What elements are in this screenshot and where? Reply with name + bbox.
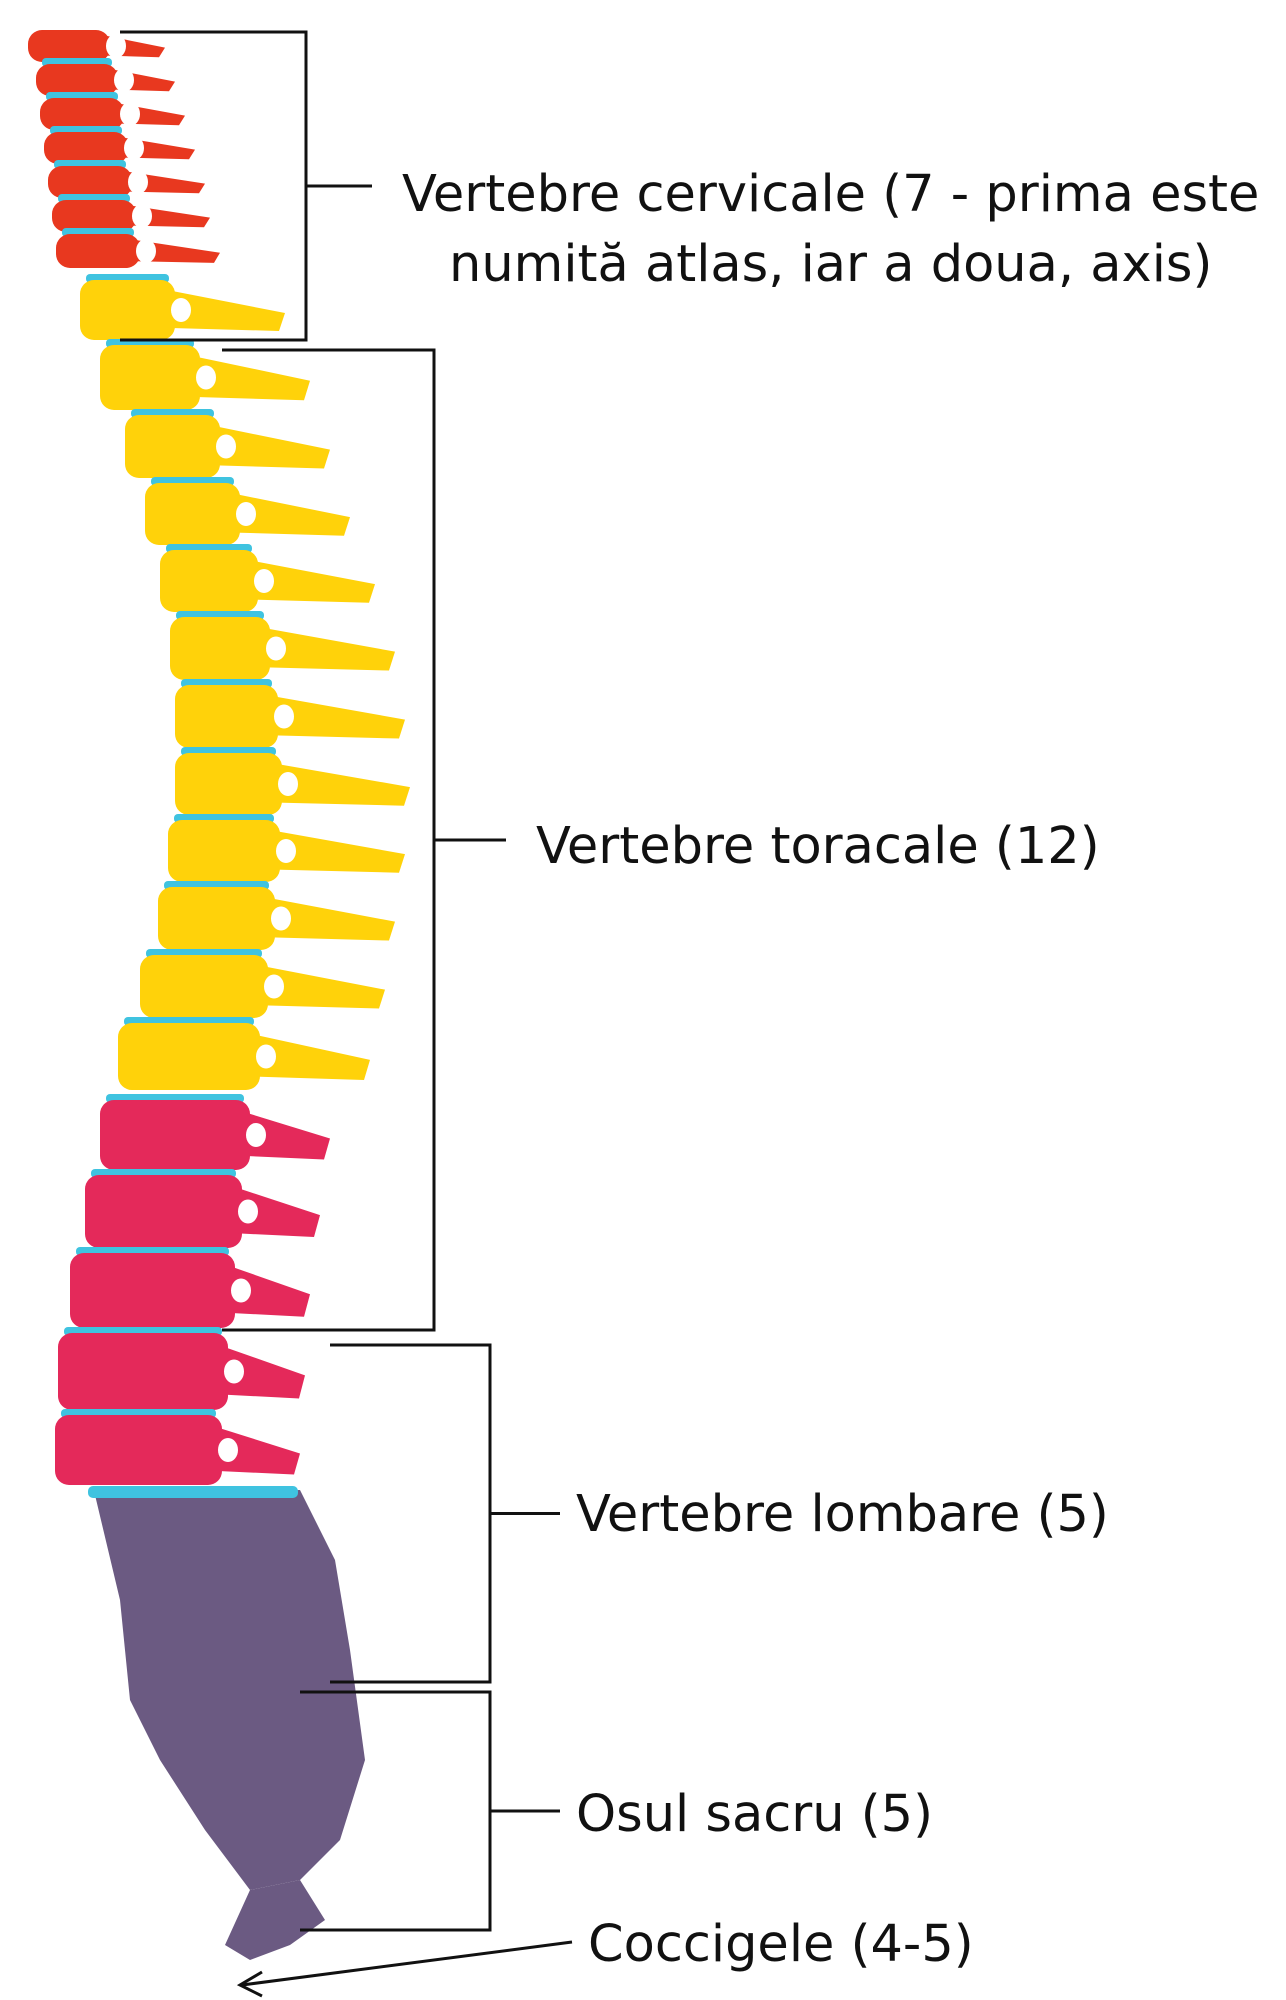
cervical-foramen	[128, 170, 148, 194]
thoracic-spinous-process	[276, 831, 405, 873]
thoracic-vertebra-body	[160, 550, 258, 612]
lumbar-foramen	[218, 1438, 238, 1462]
thoracic-foramen	[171, 298, 191, 322]
lumbar-spinous-process	[231, 1266, 310, 1317]
thoracic-vertebra-body	[125, 415, 220, 478]
thoracic-vertebra-body	[175, 753, 282, 815]
cervical-vertebra-body	[28, 30, 110, 62]
thoracic-foramen	[266, 636, 286, 661]
sacrum-bone	[95, 1490, 365, 1890]
coccyx-arrow-line	[241, 1940, 573, 1987]
cervical-vertebra-body	[44, 132, 128, 164]
lumbar-spinous-process	[246, 1112, 330, 1160]
label-coccyx: Coccigele (4-5)	[588, 1915, 974, 1974]
thoracic-foramen	[274, 704, 294, 729]
lumbar-vertebra-body	[58, 1333, 228, 1410]
cervical-vertebra-body	[48, 166, 132, 198]
lumbar-foramen	[224, 1359, 244, 1384]
cervical-spinous-process	[132, 205, 210, 228]
cervical-foramen	[136, 239, 156, 263]
thoracic-foramen	[276, 839, 296, 863]
thoracic-spinous-process	[196, 356, 310, 401]
thoracic-spinous-process	[254, 561, 375, 603]
thoracic-vertebra-body	[170, 617, 270, 680]
lumbar-spinous-process	[218, 1427, 300, 1475]
thoracic-foramen	[254, 569, 274, 593]
label-cervical-line1: Vertebre cervicale (7 - prima este	[402, 165, 1260, 224]
lumbar-vertebra-body	[55, 1415, 222, 1485]
cervical-vertebra-body	[36, 64, 118, 96]
thoracic-foramen	[236, 502, 256, 526]
lumbar-vertebra-body	[70, 1253, 235, 1328]
lumbar-vertebra-body	[100, 1100, 250, 1170]
label-lumbar: Vertebre lombare (5)	[576, 1485, 1109, 1544]
cervical-foramen	[120, 102, 140, 126]
label-sacrum: Osul sacru (5)	[576, 1785, 934, 1844]
thoracic-foramen	[271, 906, 291, 931]
label-cervical-line2: numită atlas, iar a doua, axis)	[449, 235, 1213, 294]
cervical-spinous-process	[128, 171, 205, 194]
thoracic-foramen	[196, 365, 216, 390]
label-thoracic: Vertebre toracale (12)	[536, 817, 1100, 876]
thoracic-vertebra-body	[168, 820, 280, 882]
thoracic-vertebra-body	[140, 955, 268, 1018]
thoracic-spinous-process	[236, 494, 350, 536]
thoracic-vertebra-body	[118, 1023, 260, 1090]
thoracic-foramen	[264, 974, 284, 999]
cervical-foramen	[124, 136, 144, 160]
cervical-foramen	[106, 34, 126, 58]
thoracic-foramen	[216, 434, 236, 459]
lumbar-vertebra-body	[85, 1175, 242, 1248]
label-cervical: Vertebre cervicale (7 - prima este numit…	[402, 160, 1259, 300]
thoracic-spinous-process	[256, 1035, 370, 1080]
thoracic-vertebra-body	[145, 483, 240, 545]
thoracic-vertebra-body	[80, 280, 175, 340]
thoracic-spinous-process	[216, 426, 330, 469]
cervical-vertebra-body	[56, 234, 140, 268]
cervical-foramen	[132, 204, 152, 228]
lumbar-foramen	[231, 1278, 251, 1303]
cervical-foramen	[114, 68, 134, 92]
coccyx-arrowhead	[236, 1970, 263, 1998]
cervical-vertebra-body	[52, 200, 136, 232]
lumbar-bracket	[330, 1343, 492, 1684]
cervical-spinous-process	[136, 240, 220, 263]
thoracic-spinous-process	[278, 764, 410, 806]
coccyx-bone	[225, 1880, 325, 1960]
sacrum-disc	[88, 1486, 298, 1498]
thoracic-spinous-process	[171, 290, 285, 331]
vertebrae-group	[28, 30, 410, 1960]
thoracic-vertebra-body	[100, 345, 200, 410]
thoracic-vertebra-body	[158, 887, 275, 950]
thoracic-spinous-process	[271, 898, 395, 941]
thoracic-foramen	[278, 772, 298, 796]
thoracic-spinous-process	[264, 966, 385, 1009]
thoracic-foramen	[256, 1044, 276, 1069]
lumbar-foramen	[246, 1123, 266, 1147]
thoracic-spinous-process	[266, 628, 395, 671]
lumbar-foramen	[238, 1199, 258, 1224]
brackets-group	[120, 30, 573, 1998]
thoracic-vertebra-body	[175, 685, 278, 748]
lumbar-spinous-process	[224, 1346, 305, 1399]
lumbar-spinous-process	[238, 1188, 320, 1238]
thoracic-spinous-process	[274, 696, 405, 739]
cervical-vertebra-body	[40, 98, 124, 130]
